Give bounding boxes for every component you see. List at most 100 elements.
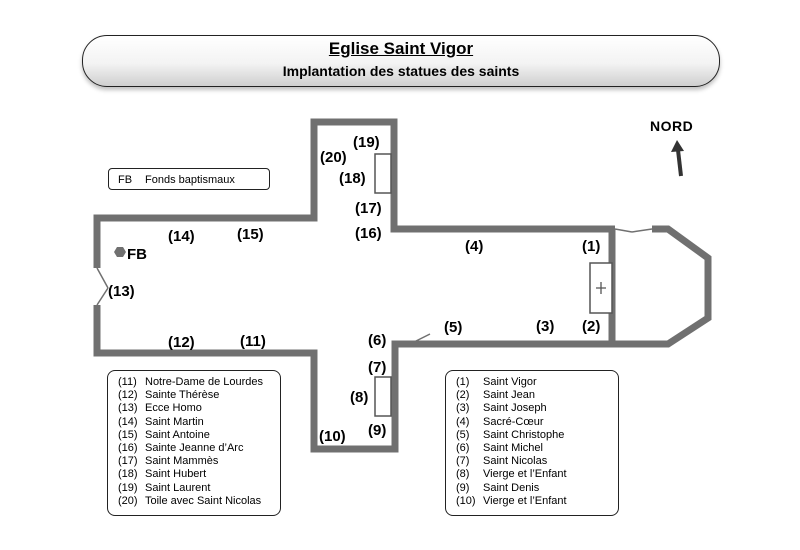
wall-apse bbox=[608, 225, 712, 348]
legend-name: Sacré-Cœur bbox=[483, 415, 544, 428]
legend-num: (14) bbox=[118, 415, 138, 428]
label-6: (6) bbox=[368, 332, 386, 349]
legend-name: Saint Martin bbox=[145, 415, 204, 428]
label-2: (2) bbox=[582, 318, 600, 335]
legend-right: (1) Saint Vigor (2) Saint Jean (3) Saint Jo… bbox=[445, 370, 619, 516]
label-3: (3) bbox=[536, 318, 554, 335]
legend-num: (4) bbox=[456, 415, 470, 428]
chapel-altar-north bbox=[374, 153, 392, 194]
legend-num: (15) bbox=[118, 428, 138, 441]
chapel-altar-south bbox=[374, 376, 392, 417]
legend-name: Sainte Jeanne d’Arc bbox=[145, 442, 244, 455]
legend-name: Saint Vigor bbox=[483, 376, 537, 388]
legend-row: (17) Saint Mammès bbox=[118, 455, 274, 468]
legend-num: (9) bbox=[456, 481, 470, 494]
legend-row: (18) Saint Hubert bbox=[118, 468, 274, 481]
legend-name: Notre-Dame de Lourdes bbox=[145, 376, 264, 388]
legend-num: (20) bbox=[118, 494, 138, 507]
label-13: (13) bbox=[108, 283, 135, 300]
legend-row: (3) Saint Joseph bbox=[456, 402, 612, 415]
west-door-line bbox=[96, 267, 109, 289]
cross-icon bbox=[596, 282, 606, 294]
label-17: (17) bbox=[355, 200, 382, 217]
legend-row: (6) Saint Michel bbox=[456, 442, 612, 455]
legend-num: (2) bbox=[456, 389, 470, 402]
fb-legend: FB Fonds baptismaux bbox=[108, 168, 270, 190]
west-door-line bbox=[96, 287, 109, 306]
legend-num: (17) bbox=[118, 455, 138, 468]
label-8: (8) bbox=[350, 389, 368, 406]
legend-row: (12) Sainte Thérèse bbox=[118, 389, 274, 402]
label-12: (12) bbox=[168, 334, 195, 351]
legend-name: Ecce Homo bbox=[145, 402, 202, 415]
fb-legend-text: Fonds baptismaux bbox=[145, 174, 235, 186]
legend-name: Saint Hubert bbox=[145, 468, 207, 481]
legend-row: (19) Saint Laurent bbox=[118, 482, 274, 495]
legend-row: (15) Saint Antoine bbox=[118, 429, 274, 442]
title-banner: Eglise Saint Vigor Implantation des stat… bbox=[82, 35, 720, 87]
north-door-line bbox=[614, 228, 633, 233]
label-9: (9) bbox=[368, 422, 386, 439]
legend-num: (16) bbox=[118, 442, 138, 455]
baptismal-font-label: FB bbox=[127, 246, 147, 263]
legend-row: (8) Vierge et l’Enfant bbox=[456, 468, 612, 481]
legend-name: Saint Mammès bbox=[145, 455, 219, 468]
legend-num: (10) bbox=[456, 494, 476, 507]
legend-name: Saint Joseph bbox=[483, 402, 547, 415]
legend-name: Toile avec Saint Nicolas bbox=[145, 494, 262, 507]
label-16: (16) bbox=[355, 225, 382, 242]
page-subtitle: Implantation des statues des saints bbox=[282, 63, 520, 79]
label-10: (10) bbox=[319, 428, 346, 445]
legend-row: (16) Sainte Jeanne d’Arc bbox=[118, 442, 274, 455]
legend-row: (14) Saint Martin bbox=[118, 416, 274, 429]
page-title: Eglise Saint Vigor bbox=[328, 39, 474, 58]
legend-left: (11) Notre-Dame de Lourdes (12) Sainte Thé… bbox=[107, 370, 281, 516]
baptismal-font-icon bbox=[114, 247, 126, 257]
legend-num: (13) bbox=[118, 402, 138, 415]
legend-num: (3) bbox=[456, 402, 470, 415]
legend-name: Saint Nicolas bbox=[483, 455, 548, 468]
legend-row: (2) Saint Jean bbox=[456, 389, 612, 402]
legend-name: Saint Laurent bbox=[145, 481, 211, 494]
legend-num: (12) bbox=[118, 389, 138, 402]
legend-name: Saint Denis bbox=[483, 481, 540, 494]
label-11: (11) bbox=[240, 333, 266, 350]
legend-num: (18) bbox=[118, 468, 138, 481]
north-door-line bbox=[631, 228, 653, 233]
label-7: (7) bbox=[368, 359, 386, 376]
label-18: (18) bbox=[339, 170, 366, 187]
legend-num: (11) bbox=[118, 376, 137, 388]
fb-legend-code: FB bbox=[118, 174, 133, 186]
legend-name: Saint Antoine bbox=[145, 428, 210, 441]
label-5: (5) bbox=[444, 319, 462, 336]
legend-row: (1) Saint Vigor bbox=[456, 376, 612, 389]
north-arrow-icon bbox=[671, 140, 684, 177]
legend-name: Saint Christophe bbox=[483, 428, 565, 441]
legend-row: (11) Notre-Dame de Lourdes bbox=[118, 376, 274, 389]
legend-row: (4) Sacré-Cœur bbox=[456, 416, 612, 429]
legend-row: (13) Ecce Homo bbox=[118, 402, 274, 415]
legend-name: Vierge et l’Enfant bbox=[483, 468, 567, 481]
legend-name: Saint Michel bbox=[483, 442, 543, 455]
legend-num: (8) bbox=[456, 468, 470, 481]
legend-name: Vierge et l’Enfant bbox=[483, 494, 567, 507]
legend-row: (10) Vierge et l’Enfant bbox=[456, 495, 612, 508]
south-door-line bbox=[409, 333, 431, 345]
legend-row: (9) Saint Denis bbox=[456, 482, 612, 495]
legend-name: Saint Jean bbox=[483, 389, 535, 402]
label-19: (19) bbox=[353, 134, 380, 151]
legend-row: (7)Saint Nicolas bbox=[456, 455, 612, 468]
legend-name: Sainte Thérèse bbox=[145, 389, 220, 402]
legend-num: (6) bbox=[456, 442, 470, 455]
label-14: (14) bbox=[168, 228, 195, 245]
label-20: (20) bbox=[320, 149, 347, 166]
label-15: (15) bbox=[237, 226, 264, 243]
legend-row: (20) Toile avec Saint Nicolas bbox=[118, 495, 274, 508]
wall-north bbox=[93, 118, 615, 268]
legend-num: (19) bbox=[118, 481, 138, 494]
legend-num: (1) bbox=[456, 376, 470, 388]
north-label: NORD bbox=[650, 118, 694, 134]
legend-row: (5) Saint Christophe bbox=[456, 429, 612, 442]
legend-num: (5) bbox=[456, 428, 470, 441]
